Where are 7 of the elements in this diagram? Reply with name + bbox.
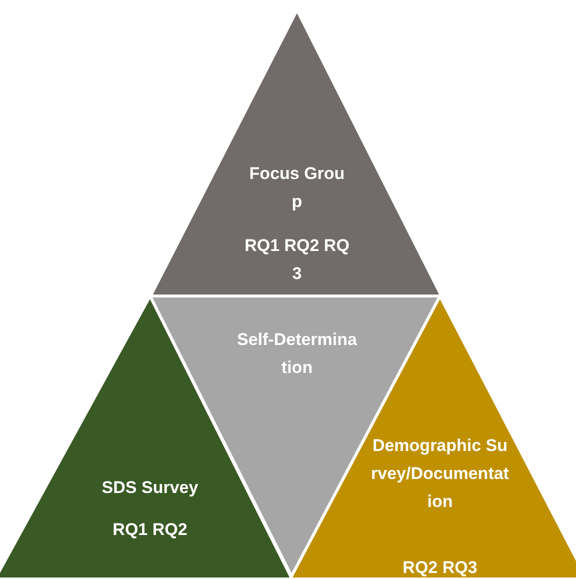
node-label: SDS Survey [100, 477, 200, 499]
node-label: Self-Determination [236, 329, 358, 379]
node-label: Focus Group [248, 163, 346, 213]
node-label: RQ1 RQ2 [112, 519, 188, 541]
node-label: RQ2 RQ3 [402, 557, 478, 579]
node-label: RQ1 RQ2 RQ3 [244, 235, 350, 285]
node-label: Demographic Survey/Documentation [370, 435, 510, 513]
